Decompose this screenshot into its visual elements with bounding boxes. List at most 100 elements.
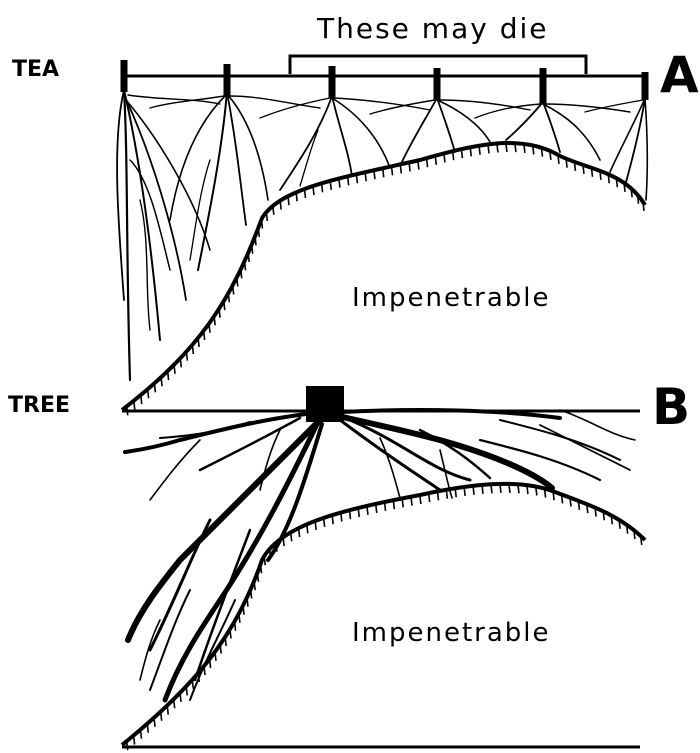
hatch-mark <box>161 712 162 721</box>
hatch-mark <box>210 659 211 668</box>
hatch-mark <box>473 486 474 495</box>
panel-a: TEA A These may die <box>12 12 699 415</box>
hatch-mark <box>566 159 567 168</box>
hatch-mark <box>641 536 642 545</box>
panel-a-impenetrable-boundary <box>122 143 645 410</box>
panel-a-crop-label: TEA <box>12 57 59 82</box>
hatch-mark <box>167 706 168 715</box>
hatch-mark <box>339 179 340 188</box>
hatch-mark <box>307 524 308 533</box>
hatch-mark <box>280 201 281 210</box>
hatch-mark <box>600 171 601 180</box>
hatch-mark <box>558 155 559 164</box>
hatch-mark <box>247 598 248 607</box>
hatch-mark <box>545 489 546 498</box>
hatch-mark <box>533 145 534 154</box>
hatch-mark <box>174 365 175 374</box>
hatch-mark <box>358 508 359 517</box>
hatch-mark <box>348 176 349 185</box>
hatch-mark <box>527 485 528 494</box>
hatch-mark <box>427 158 428 167</box>
hatch-mark <box>264 556 265 565</box>
panel-b-letter: B <box>652 378 690 436</box>
hatch-mark <box>356 174 357 183</box>
hatch-mark <box>224 301 225 310</box>
hatch-mark <box>198 338 199 347</box>
hatch-mark <box>214 316 215 325</box>
hatch-mark <box>444 153 445 162</box>
hatch-mark <box>254 581 255 590</box>
hatch-mark <box>168 371 169 380</box>
hatch-mark <box>257 573 258 582</box>
hatch-mark <box>349 510 350 519</box>
hatch-mark <box>192 345 193 354</box>
hatch-mark <box>332 515 333 524</box>
hatch-mark <box>299 528 300 537</box>
hatch-mark <box>248 253 249 262</box>
hatch-mark <box>365 172 366 181</box>
hatch-mark <box>161 377 162 386</box>
hatch-mark <box>411 497 412 506</box>
hatch-mark <box>245 261 246 270</box>
hatch-mark <box>261 220 262 229</box>
hatch-mark <box>488 144 489 153</box>
panel-b-crop-label: TREE <box>8 393 70 418</box>
hatch-mark <box>634 530 635 539</box>
hatch-mark <box>261 564 262 573</box>
hatch-mark <box>562 494 563 503</box>
hatch-mark <box>385 502 386 511</box>
hatch-mark <box>376 504 377 513</box>
hatch-mark <box>134 735 135 744</box>
hatch-mark <box>239 614 240 623</box>
hatch-mark <box>243 606 244 615</box>
hatch-mark <box>500 484 501 493</box>
hatch-mark <box>186 686 187 695</box>
hatch-mark <box>402 498 403 507</box>
hatch-mark <box>536 486 537 495</box>
hatch-mark <box>313 186 314 195</box>
hatch-mark <box>180 693 181 702</box>
hatch-mark <box>506 143 507 152</box>
hatch-mark <box>315 521 316 530</box>
hatch-mark <box>174 699 175 708</box>
hatch-mark <box>464 487 465 496</box>
hatch-mark <box>619 520 620 529</box>
hatch-mark <box>541 148 542 157</box>
hatch-mark <box>273 206 274 215</box>
hatch-mark <box>374 170 375 179</box>
hatch-mark <box>574 162 575 171</box>
hatch-mark <box>304 189 305 198</box>
hatch-mark <box>147 724 148 733</box>
hatch-mark <box>140 730 141 739</box>
hatch-mark <box>591 168 592 177</box>
hatch-mark <box>148 389 149 398</box>
hatch-mark <box>608 174 609 183</box>
hatch-mark <box>578 501 579 510</box>
hatch-mark <box>418 160 419 169</box>
hatch-mark <box>154 718 155 727</box>
hatch-mark <box>220 645 221 654</box>
hatch-mark <box>258 228 259 237</box>
hatch-mark <box>583 165 584 174</box>
panel-a-zone-label: Impenetrable <box>352 283 551 313</box>
hatch-mark <box>435 156 436 165</box>
hatch-mark <box>515 143 516 152</box>
hatch-mark <box>392 166 393 175</box>
hatch-mark <box>180 358 181 367</box>
hatch-mark <box>455 488 456 497</box>
hatch-mark <box>252 245 253 254</box>
hatch-mark <box>383 168 384 177</box>
hatch-mark <box>420 495 421 504</box>
hatch-mark <box>192 680 193 689</box>
hatch-mark <box>638 195 639 204</box>
hatch-mark <box>461 149 462 158</box>
hatch-mark <box>141 395 142 404</box>
hatch-mark <box>550 151 551 160</box>
hatch-mark <box>134 401 135 410</box>
hatch-mark <box>509 484 510 493</box>
hatch-mark <box>255 236 256 245</box>
hatch-mark <box>230 629 231 638</box>
hatch-mark <box>446 490 447 499</box>
hatch-mark <box>409 162 410 171</box>
